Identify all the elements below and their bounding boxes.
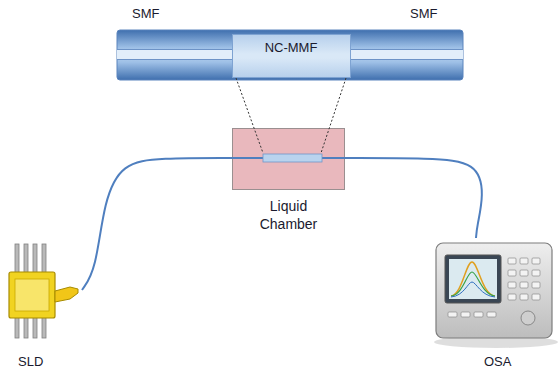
fiber-section: NC-MMF [232, 34, 351, 78]
optical-fiber [82, 158, 232, 290]
spectrum-analyzer: OSA [430, 238, 554, 374]
node-label: OSA [484, 354, 534, 370]
light-source: SLD [4, 238, 82, 374]
osa-instrument [434, 243, 558, 348]
node-label: Liquid Chamber [253, 198, 324, 233]
fiber-band [117, 30, 463, 80]
node-label: NC-MMF [233, 40, 349, 56]
sld-device [9, 244, 78, 338]
fiber-label: SMF [132, 6, 159, 22]
fiber-label: SMF [410, 6, 437, 22]
node-label: SLD [18, 354, 58, 370]
liquid-chamber: Liquid Chamber [232, 128, 345, 240]
optical-fiber [345, 158, 482, 238]
chamber-body [232, 128, 345, 190]
